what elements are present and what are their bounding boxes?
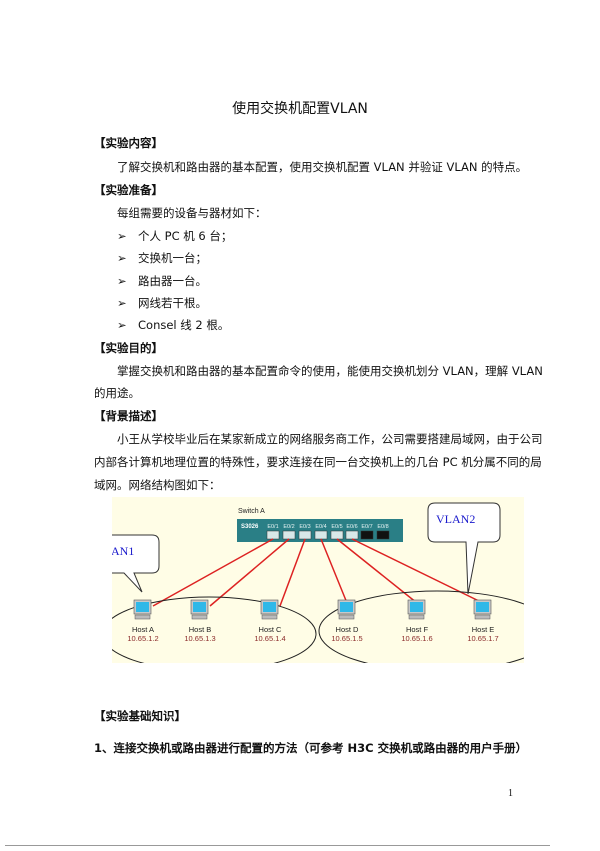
network-link (152, 538, 274, 607)
port-4 (314, 530, 328, 540)
host-name: Host F (406, 625, 429, 634)
port-label: E0/1 (267, 524, 278, 530)
host-name: Host C (259, 625, 283, 634)
switch-label: Switch A (238, 508, 265, 515)
page-bottom-rule (5, 845, 550, 846)
port-1 (266, 530, 280, 540)
port-6 (345, 530, 359, 540)
host-ip: 10.65.1.4 (254, 634, 285, 643)
host-computer-icon (190, 599, 209, 620)
heading-basics: 【实验基础知识】 (94, 709, 186, 723)
vlan1-ellipse (112, 596, 317, 663)
background-line-1: 小王从学校毕业后在某家新成立的网络服务商工作，公司需要搭建局域网，由于公司 (117, 432, 543, 446)
port-label: E0/8 (377, 524, 388, 530)
page-number: 1 (508, 788, 513, 799)
port-label: E0/6 (346, 524, 357, 530)
content-text: 了解交换机和路由器的基本配置，使用交换机配置 VLAN 并验证 VLAN 的特点… (117, 160, 528, 174)
prep-intro: 每组需要的设备与器材如下： (117, 206, 267, 220)
host-computer-icon (473, 599, 492, 620)
port-label: E0/5 (331, 524, 342, 530)
host-ip: 10.65.1.6 (401, 634, 432, 643)
host-ip: 10.65.1.5 (331, 634, 362, 643)
host-name: Host A (132, 625, 154, 634)
bullet-icon: ➢ (117, 295, 127, 310)
port-label: E0/7 (361, 524, 372, 530)
vlan1-label: VLAN1 (112, 544, 134, 558)
background-line-2: 内部各计算机地理位置的特殊性，要求连接在同一台交换机上的几台 PC 机分属不同的… (94, 455, 542, 469)
port-2 (282, 530, 296, 540)
list-item: 个人 PC 机 6 台； (138, 229, 233, 243)
network-link (351, 538, 484, 604)
port-5 (330, 530, 344, 540)
port-label: E0/2 (283, 524, 294, 530)
bullet-icon: ➢ (117, 318, 127, 333)
heading-background: 【背景描述】 (94, 409, 163, 423)
host-name: Host E (472, 625, 495, 634)
port-7 (360, 530, 374, 540)
list-item: Consel 线 2 根。 (138, 318, 230, 333)
host-name: Host B (189, 625, 212, 634)
host-ip: 10.65.1.7 (467, 634, 498, 643)
list-item: 交换机一台； (138, 251, 207, 266)
vlan2-label: VLAN2 (436, 512, 475, 526)
vlan2-callout: VLAN2 (427, 502, 501, 595)
list-item: 网线若干根。 (138, 295, 207, 310)
network-diagram: Switch A S3026 E0/1 E0/2 E0/3 E0/4 E0/5 E0/6 E… (112, 497, 524, 663)
network-link (209, 538, 290, 607)
host-ip: 10.65.1.2 (127, 634, 158, 643)
host-name: Host D (336, 625, 360, 634)
port-3 (298, 530, 312, 540)
host-computer-icon (260, 599, 279, 620)
heading-goal: 【实验目的】 (94, 341, 163, 355)
vlan1-callout: VLAN1 (112, 534, 160, 593)
port-label: E0/4 (315, 524, 326, 530)
host-computer-icon (407, 599, 426, 620)
list-item: 路由器一台。 (138, 273, 207, 288)
port-label: E0/3 (299, 524, 310, 530)
port-8 (376, 530, 390, 540)
bullet-icon: ➢ (117, 273, 127, 288)
host-ip: 10.65.1.3 (184, 634, 215, 643)
heading-content: 【实验内容】 (94, 136, 163, 150)
host-computer-icon (337, 599, 356, 620)
bullet-icon: ➢ (117, 251, 127, 266)
goal-line-1: 掌握交换机和路由器的基本配置命令的使用，能使用交换机划分 VLAN，理解 VLA… (117, 364, 543, 378)
heading-prep: 【实验准备】 (94, 183, 163, 197)
network-link (320, 538, 348, 604)
basics-item-1: 1、连接交换机或路由器进行配置的方法（可参考 H3C 交换机或路由器的用户手册） (94, 741, 528, 755)
bullet-icon: ➢ (117, 229, 127, 243)
page-title: 使用交换机配置VLAN (232, 101, 368, 117)
host-computer-icon (133, 599, 152, 620)
goal-line-2: 的用途。 (94, 386, 140, 400)
network-link (279, 538, 306, 607)
switch-model: S3026 (241, 524, 259, 530)
vlan2-ellipse (318, 590, 524, 663)
background-line-3: 域网。网络结构图如下： (94, 478, 221, 492)
